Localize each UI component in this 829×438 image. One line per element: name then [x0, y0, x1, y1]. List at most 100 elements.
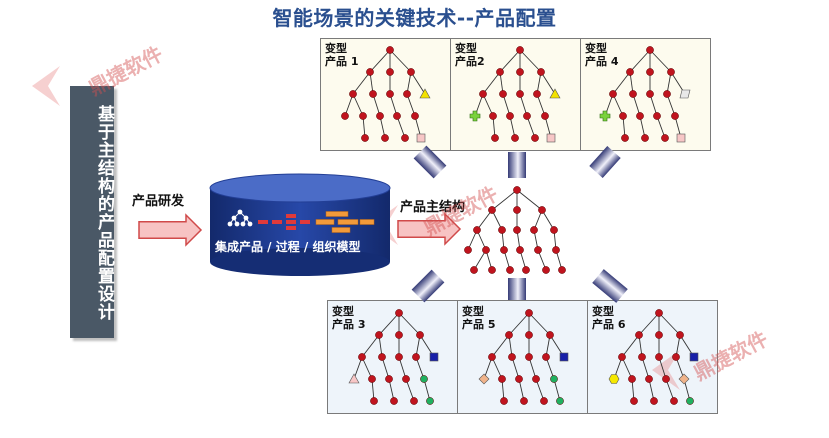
- variant-6-tree-node: [618, 353, 626, 361]
- variant-5-tree-edge: [491, 356, 503, 380]
- variant-6-tree-node: [650, 397, 658, 405]
- variant-4-tree-node: [667, 68, 675, 76]
- variant-3-tree-edge: [378, 312, 400, 336]
- main-structure-tree-node: [538, 206, 546, 214]
- variant-6-tree-node-hexagon: [608, 374, 620, 384]
- variant-6-tree-node: [655, 331, 663, 339]
- variant-3-tree-node: [395, 353, 403, 361]
- main-structure-tree-node: [550, 226, 558, 234]
- variant-3-tree-node: [385, 375, 393, 383]
- variant-4-tree-edge: [649, 49, 672, 73]
- database-top: [209, 173, 391, 203]
- db-org-icon-bar: [325, 211, 349, 217]
- main-structure-tree-node: [473, 226, 481, 234]
- variant-2-tree-node: [516, 46, 524, 54]
- page-title: 智能场景的关键技术--产品配置: [272, 6, 557, 30]
- variant-5-tree-node: [525, 353, 533, 361]
- variant-1-tree-edge: [406, 93, 416, 117]
- main-structure-tree-node: [522, 266, 530, 274]
- variant-3-tree-node: [395, 309, 403, 317]
- variant-2-tree-node: [506, 112, 514, 120]
- variant-1-tree-edge: [344, 93, 354, 117]
- variant-3-tree-edge: [353, 356, 363, 380]
- side-label-text: 基于主结构的产品配置设计: [94, 105, 114, 321]
- variant-5-tree-edge: [491, 334, 510, 358]
- variant-3-tree-node: [410, 397, 418, 405]
- variant-4-tree-node: [646, 90, 654, 98]
- variant-6-tree-node-square: [689, 352, 699, 362]
- database-base: [210, 248, 390, 276]
- db-process-icon-bar: [258, 220, 268, 224]
- variant-1-tree-node: [359, 112, 367, 120]
- variant-2-tree-node: [531, 134, 539, 142]
- variant-2-tree-edge: [526, 115, 536, 139]
- variant-3-tree-edge: [405, 378, 415, 402]
- variant-6-tree-edge: [658, 312, 681, 336]
- variant-4-tree-node: [621, 134, 629, 142]
- main-structure-tree-edge: [476, 209, 493, 231]
- variant-6-tree-edge: [665, 378, 675, 402]
- variant-5-tree-node: [525, 331, 533, 339]
- variant-1-tree-node: [401, 134, 409, 142]
- variant-6-tree-node: [662, 375, 670, 383]
- variant-5-tree-edge: [508, 312, 530, 336]
- variant-1-tree-node: [386, 90, 394, 98]
- variant-4-tree-node: [653, 112, 661, 120]
- variant-1-tree-node: [366, 68, 374, 76]
- variant-2-tree-edge: [540, 71, 556, 95]
- variant-1-tree-edge: [396, 115, 406, 139]
- variant-3-tree-node: [416, 331, 424, 339]
- variant-3-tree-node: [375, 331, 383, 339]
- variant-5-tree-node: [540, 397, 548, 405]
- variant-2-tree-node: [491, 134, 499, 142]
- variant-3-tree-edge: [398, 312, 421, 336]
- variant-6-tree-edge: [638, 312, 660, 336]
- variant-1-tree-node: [376, 112, 384, 120]
- variant-5-tree-node-diamond: [478, 373, 490, 385]
- variant-6-tree-node: [676, 331, 684, 339]
- main-structure-tree-node: [464, 246, 472, 254]
- variant-2-tree-node-triangle: [549, 88, 561, 99]
- db-process-icon-bar: [272, 220, 282, 224]
- main-structure-tree-edge: [473, 249, 487, 271]
- variant-4-tree-edge: [666, 93, 676, 117]
- variant-4-tree-node: [609, 90, 617, 98]
- variant-2-tree-node: [537, 68, 545, 76]
- main-structure-tree-node: [552, 246, 560, 254]
- variant-2-tree-node: [511, 134, 519, 142]
- variant-4-tree-node: [663, 90, 671, 98]
- variant-3-tree-node: [412, 353, 420, 361]
- rd-arrow: [138, 213, 203, 247]
- db-process-icon-bar: [286, 226, 296, 230]
- main-structure-label: 产品主结构: [400, 200, 466, 215]
- variant-2-tree-node: [541, 112, 549, 120]
- variant-1-tree-node: [393, 112, 401, 120]
- variant-5-tree-node: [488, 353, 496, 361]
- main-structure-tree-node: [558, 266, 566, 274]
- variant-3-tree-node: [358, 353, 366, 361]
- connector-tube-5: [508, 278, 526, 300]
- variant-1-tree-node: [369, 90, 377, 98]
- main-structure-tree-node: [488, 206, 496, 214]
- variant-6-tree-node: [630, 397, 638, 405]
- variant-4-tree-node: [671, 112, 679, 120]
- main-structure-tree-node: [498, 226, 506, 234]
- variant-3-tree-edge: [361, 334, 380, 358]
- variant-label-1: 变型产品 1: [325, 42, 359, 68]
- connector-tube-3: [411, 269, 445, 303]
- variant-6-tree-node: [655, 353, 663, 361]
- variant-4-tree-node: [646, 46, 654, 54]
- variant-label-2: 变型产品2: [455, 42, 485, 68]
- variant-2-tree-edge: [482, 93, 494, 117]
- variant-1-tree-node: [386, 46, 394, 54]
- variant-label-3: 变型产品 3: [332, 305, 366, 331]
- connector-tube-4: [589, 145, 621, 179]
- db-tree-icon-edges: [229, 211, 251, 225]
- variant-4-tree-edge: [656, 115, 666, 139]
- variant-5-tree-node: [500, 397, 508, 405]
- variant-1-tree-edge: [352, 93, 364, 117]
- variant-4-tree-node: [641, 134, 649, 142]
- variant-1-tree-node: [411, 112, 419, 120]
- variant-6-tree-edge: [621, 334, 640, 358]
